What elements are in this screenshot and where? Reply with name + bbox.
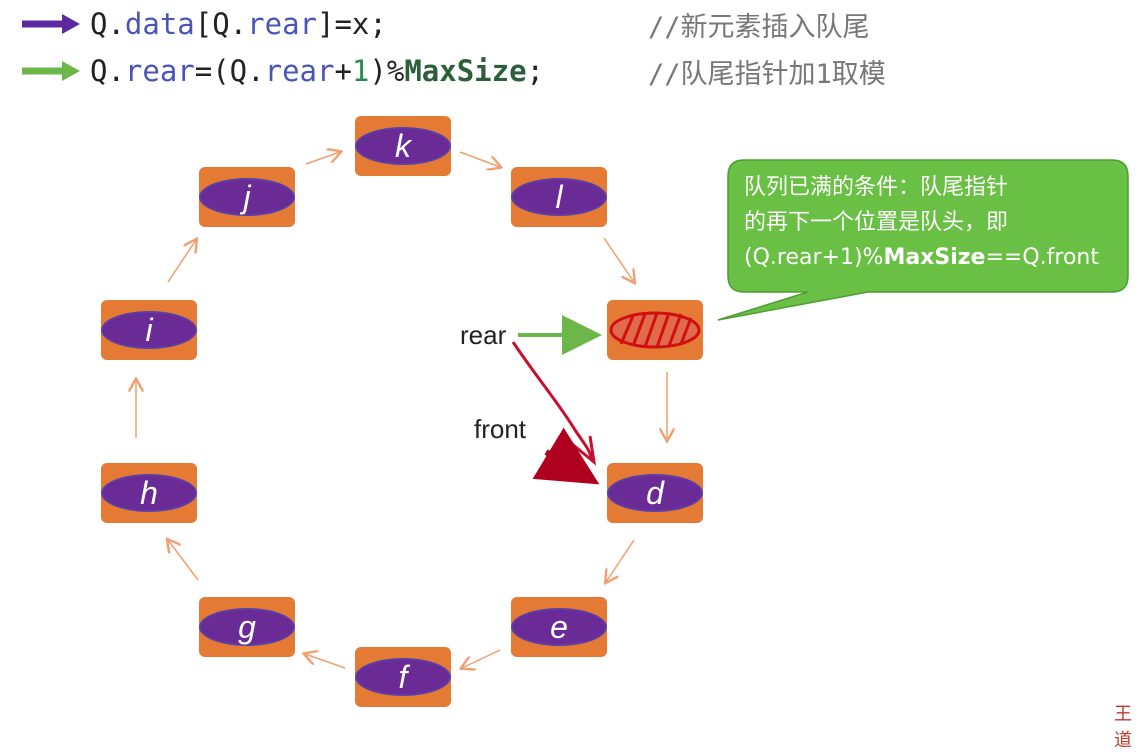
crossed-out-ellipse-icon bbox=[609, 311, 701, 349]
queue-node-e: e bbox=[511, 597, 607, 657]
queue-node-d: d bbox=[607, 463, 703, 523]
callout-text: 队列已满的条件：队尾指针 的再下一个位置是队头，即 (Q.rear+1)%Max… bbox=[730, 160, 1125, 275]
code-token: )% bbox=[369, 54, 405, 88]
node-label: j bbox=[199, 178, 295, 216]
code-arrow-green-icon bbox=[22, 61, 80, 81]
front-arrow bbox=[532, 427, 600, 485]
code-line-2: Q.rear=(Q.rear+1)%MaxSize; bbox=[18, 51, 544, 91]
rear-label: rear bbox=[460, 320, 507, 350]
node-label: f bbox=[355, 658, 451, 696]
callout-line-3c: ==Q.front bbox=[985, 245, 1099, 270]
code-arrow-purple-icon bbox=[22, 14, 80, 34]
code-token: 1 bbox=[351, 54, 370, 88]
callout-bubble bbox=[717, 159, 1129, 321]
code-comment-2: //队尾指针加1取模 bbox=[648, 58, 886, 90]
code-comment-1: //新元素插入队尾 bbox=[648, 11, 870, 43]
code-token: ]=x; bbox=[317, 7, 387, 41]
ring-arrow-i-j bbox=[167, 240, 196, 283]
node-label: h bbox=[101, 474, 197, 512]
callout-line-3: (Q.rear+1)%MaxSize==Q.front bbox=[730, 240, 1125, 275]
front-label: front bbox=[474, 414, 527, 444]
queue-node-h: h bbox=[101, 463, 197, 523]
ring-arrow-f-g bbox=[305, 654, 346, 669]
queue-node-f: f bbox=[355, 647, 451, 707]
node-label: d bbox=[607, 474, 703, 512]
callout-line-3a: (Q.rear+1)% bbox=[744, 245, 884, 270]
code-token: =(Q. bbox=[194, 54, 265, 88]
queue-node-l: l bbox=[511, 167, 607, 227]
code-token: + bbox=[334, 54, 352, 88]
ring-arrow-g-h bbox=[168, 540, 199, 581]
code-token: rear bbox=[264, 54, 335, 88]
queue-node-k: k bbox=[355, 116, 451, 176]
code-token: Q. bbox=[90, 7, 125, 41]
diagram-canvas bbox=[22, 14, 1129, 721]
code-token: rear bbox=[247, 7, 317, 41]
code-token: ; bbox=[526, 54, 544, 88]
ring-arrow-j-k bbox=[305, 152, 340, 165]
node-label: e bbox=[511, 608, 607, 646]
queue-node-crossed bbox=[607, 300, 703, 360]
ring-arrow-k-l bbox=[459, 151, 500, 167]
code-token: data bbox=[124, 7, 195, 41]
code-token: MaxSize bbox=[404, 54, 527, 88]
code-token: [Q. bbox=[194, 7, 248, 41]
node-label: g bbox=[199, 608, 295, 646]
code-token: rear bbox=[124, 54, 195, 88]
queue-node-g: g bbox=[199, 597, 295, 657]
node-label: i bbox=[101, 311, 197, 349]
corner-watermark: 王道 bbox=[1114, 704, 1132, 751]
node-label: l bbox=[511, 178, 607, 216]
code-token: Q. bbox=[90, 54, 125, 88]
code-line-1: Q.data[Q.rear]=x; bbox=[18, 4, 387, 44]
ring-arrow-d-e bbox=[606, 539, 635, 582]
queue-node-j: j bbox=[199, 167, 295, 227]
callout-line-3b: MaxSize bbox=[883, 245, 986, 270]
ring-arrow-l-c bbox=[603, 237, 634, 282]
queue-node-i: i bbox=[101, 300, 197, 360]
ring-arrow-e-f bbox=[462, 649, 501, 668]
callout-line-2: 的再下一个位置是队头，即 bbox=[744, 210, 1009, 235]
node-label: k bbox=[355, 127, 451, 165]
callout-line-1: 队列已满的条件：队尾指针 bbox=[744, 175, 1009, 200]
